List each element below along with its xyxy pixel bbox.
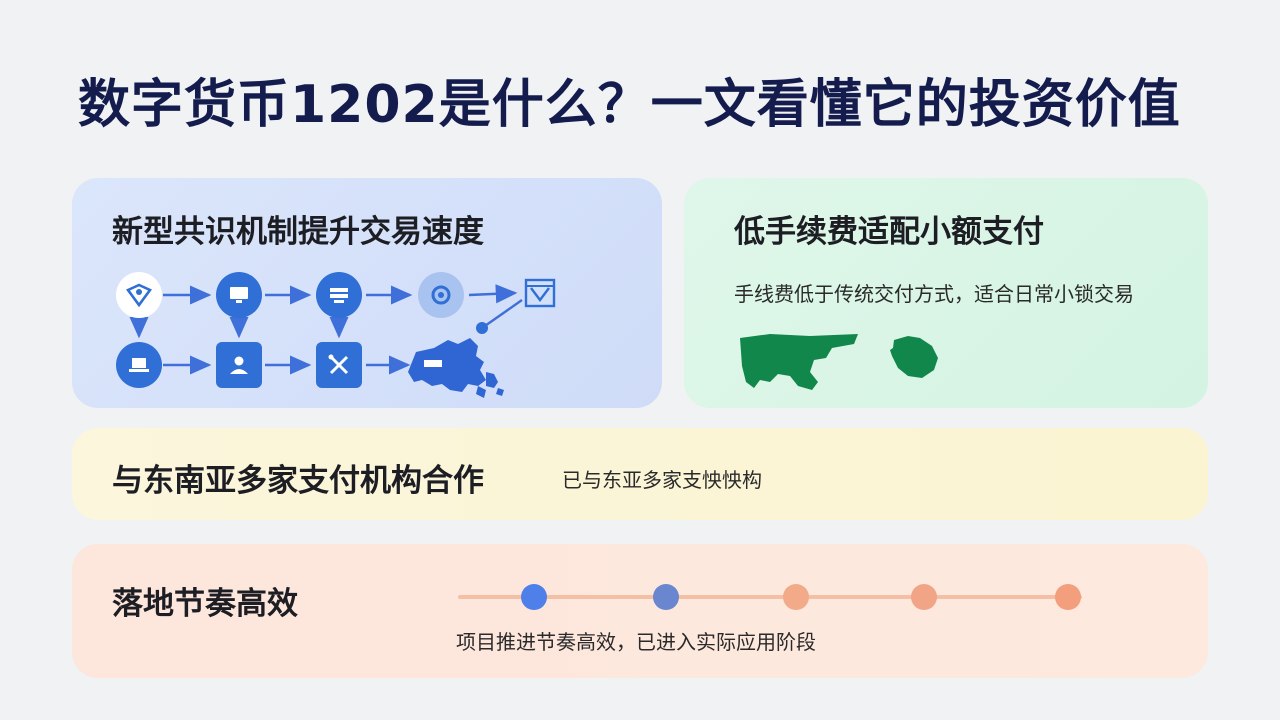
partners-card	[72, 428, 1208, 520]
checkbox-icon	[520, 272, 560, 312]
monitor-icon	[216, 272, 262, 318]
timeline-stage-dot	[911, 584, 937, 610]
tools-icon	[316, 342, 362, 388]
rollout-heading: 落地节奏高效	[112, 586, 298, 622]
timeline-stage-dot	[653, 584, 679, 610]
map-icon	[408, 338, 504, 398]
laptop-icon	[116, 342, 162, 388]
shield-icon	[116, 272, 162, 318]
user-icon	[216, 342, 262, 388]
arrow-4-5	[468, 284, 518, 304]
timeline-line	[458, 595, 1082, 599]
server-icon	[316, 272, 362, 318]
connector-line	[481, 299, 523, 329]
low-fee-heading: 低手续费适配小额支付	[734, 214, 1044, 250]
consensus-heading: 新型共识机制提升交易速度	[112, 214, 484, 250]
timeline-stage-dot	[1055, 584, 1081, 610]
page-title: 数字货币1202是什么？一文看懂它的投资价值	[78, 75, 1181, 135]
partners-description: 已与东亚多家支怏怏构	[562, 468, 762, 492]
timeline-stage-dot	[783, 584, 809, 610]
consensus-card	[72, 178, 662, 408]
rollout-description: 项目推进节奏高效，已进入实际应用阶段	[456, 630, 816, 654]
timeline-stage-dot	[521, 584, 547, 610]
connector-dot	[476, 322, 488, 334]
rollout-card	[72, 544, 1208, 678]
low-fee-description: 手线费低于传统交付方式，适合日常小锁交易	[734, 282, 1134, 306]
cloud-icon	[418, 272, 464, 318]
partners-heading: 与东南亚多家支付机构合作	[112, 463, 484, 499]
